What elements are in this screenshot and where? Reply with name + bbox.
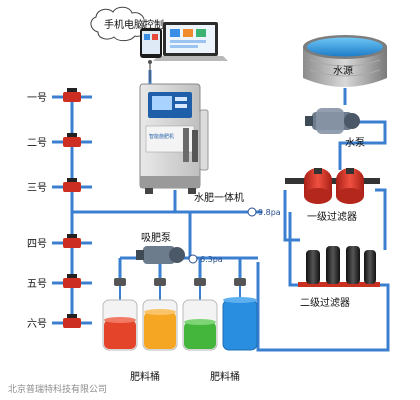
valve-label-2: 二号 [27,137,47,149]
water-source-label: 水源 [333,64,353,77]
valve-3 [63,178,81,192]
secondary-filter-label: 二级过滤器 [300,296,350,309]
machine-panel-text: 智能施肥机 [149,133,174,140]
bucket-red [102,299,138,351]
valve-2 [63,133,81,147]
integrated-machine-label: 水肥一体机 [194,191,244,204]
cloud-label: 手机电脑控制 [104,18,164,31]
valve-label-5: 五号 [27,278,47,290]
valve-5 [63,274,81,288]
antenna-icon [148,60,152,82]
laptop-icon [153,22,228,61]
valve-column [52,88,92,328]
water-pump [305,108,360,134]
cloud-bubble: 手机电脑控制 [90,6,164,42]
integrated-machine: 智能施肥机 [139,83,209,194]
bucket-green [182,299,218,351]
secondary-filter [298,246,380,287]
valve-label-1: 一号 [27,92,47,104]
valve-label-4: 四号 [27,238,47,250]
fertilizer-buckets [102,278,258,351]
bucket-blue [222,297,258,351]
suction-pump [136,246,185,264]
primary-filter-label: 一级过滤器 [307,210,357,223]
valve-label-3: 三号 [27,182,47,194]
watermark-text: 北京普瑞特科技有限公司 [8,383,107,395]
pump-label: 水泵 [345,137,365,149]
pressure-gauge-icon [188,207,257,264]
water-source-tank [303,35,387,87]
pressure-reading-2: 6.3pa [200,255,223,264]
fert-bucket-label-right: 肥料桶 [210,370,240,383]
valve-1 [63,88,81,102]
valve-4 [63,234,81,248]
pressure-reading-1: 9.8pa [258,208,281,217]
valve-6 [63,314,81,328]
tablet-icon [140,28,162,58]
suction-pump-label: 吸肥泵 [141,232,171,244]
valve-label-6: 六号 [27,318,47,330]
primary-filter [285,168,380,204]
fert-bucket-label-left: 肥料桶 [130,370,160,383]
bucket-orange [142,299,178,351]
